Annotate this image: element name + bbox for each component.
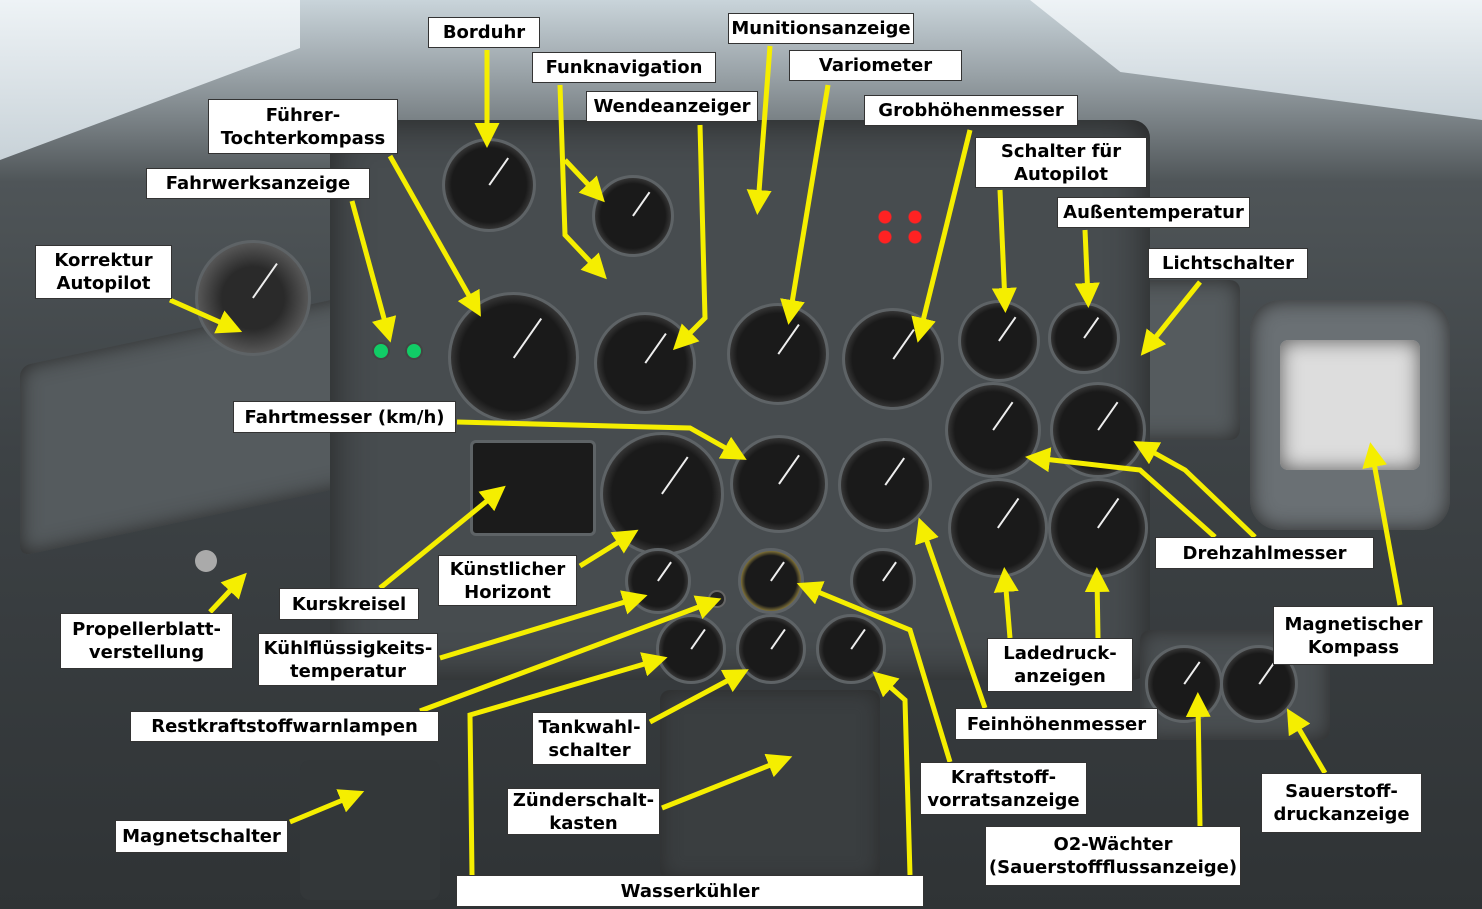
label-magnetischer-kompass: Magnetischer Kompass bbox=[1273, 606, 1434, 665]
label-schalter-autopilot: Schalter für Autopilot bbox=[975, 137, 1147, 188]
outside-temp-gauge bbox=[1048, 302, 1120, 374]
label-kuenstlicher-horizont: Künstlicher Horizont bbox=[438, 555, 577, 606]
arrow-wasserkuehler-2 bbox=[872, 671, 913, 876]
label-munitionsanzeige: Munitionsanzeige bbox=[728, 13, 914, 44]
directional-gyro bbox=[470, 440, 596, 536]
label-fahrtmesser: Fahrtmesser (km/h) bbox=[233, 401, 456, 433]
rpm-gauge-2 bbox=[1050, 382, 1146, 478]
label-funknavigation: Funknavigation bbox=[532, 52, 716, 83]
coolant-temp-gauge-2 bbox=[850, 548, 916, 614]
label-fahrwerksanzeige: Fahrwerksanzeige bbox=[146, 168, 370, 199]
magnetic-compass-card bbox=[1280, 340, 1420, 470]
radiator-switch-1[interactable] bbox=[656, 614, 726, 684]
label-drehzahlmesser: Drehzahlmesser bbox=[1155, 537, 1374, 569]
label-wasserkuehler: Wasserkühler bbox=[456, 875, 924, 907]
label-korrektur-autopilot: Korrektur Autopilot bbox=[35, 245, 172, 299]
label-magnetschalter: Magnetschalter bbox=[115, 820, 288, 853]
propeller-lever[interactable] bbox=[195, 550, 217, 572]
label-aussentemperatur: Außentemperatur bbox=[1057, 197, 1250, 228]
label-kurskreisel: Kurskreisel bbox=[279, 588, 419, 620]
variometer-gauge bbox=[727, 303, 829, 405]
turn-indicator-gauge bbox=[594, 312, 696, 414]
tank-selector-switch[interactable] bbox=[736, 614, 806, 684]
fine-altimeter-gauge bbox=[838, 438, 932, 532]
repeater-compass-gauge bbox=[448, 292, 579, 423]
label-tochterkompass: Führer- Tochterkompass bbox=[208, 99, 398, 154]
label-wendeanzeiger: Wendeanzeiger bbox=[586, 91, 758, 122]
airspeed-gauge bbox=[730, 435, 828, 533]
radiator-switch-2[interactable] bbox=[816, 614, 886, 684]
fuel-warning-lamp bbox=[708, 590, 726, 608]
label-lichtschalter: Lichtschalter bbox=[1148, 248, 1308, 279]
label-feinhoehenmesser: Feinhöhenmesser bbox=[955, 708, 1158, 740]
gear-indicator-lamp bbox=[372, 342, 390, 360]
autopilot-switch[interactable] bbox=[958, 300, 1040, 382]
label-kuehlfluessigkeit: Kühlflüssigkeits- temperatur bbox=[258, 633, 438, 686]
label-restkraftstoff: Restkraftstoffwarnlampen bbox=[130, 711, 439, 742]
label-propellerblatt: Propellerblatt- verstellung bbox=[60, 613, 233, 669]
fuel-quantity-gauge bbox=[738, 548, 804, 614]
warning-lamps bbox=[870, 205, 930, 245]
ignition-box bbox=[660, 690, 880, 880]
clock-gauge bbox=[442, 138, 536, 232]
coolant-temp-gauge-1 bbox=[625, 548, 691, 614]
arrow-propeller bbox=[208, 572, 247, 614]
cockpit-window-right bbox=[1030, 0, 1482, 120]
arrow-drehzahl-2 bbox=[1133, 441, 1257, 539]
boost-gauge-1 bbox=[948, 478, 1048, 578]
label-tankwahlschalter: Tankwahl- schalter bbox=[532, 712, 647, 765]
gear-indicator-lamp bbox=[405, 342, 423, 360]
coarse-altimeter-gauge bbox=[842, 308, 944, 410]
label-borduhr: Borduhr bbox=[428, 17, 540, 48]
label-ladedruck: Ladedruck- anzeigen bbox=[987, 638, 1133, 692]
arrow-wasserkuehler-1 bbox=[467, 652, 668, 876]
label-zuenderschaltkasten: Zünderschalt- kasten bbox=[507, 788, 660, 835]
magneto-switch[interactable] bbox=[300, 760, 440, 900]
boost-gauge-2 bbox=[1048, 478, 1148, 578]
label-o2-waechter: O2-Wächter (Sauerstoffflussanzeige) bbox=[985, 826, 1241, 886]
label-kraftstoffvorrat: Kraftstoff- vorratsanzeige bbox=[920, 762, 1087, 815]
artificial-horizon-gauge bbox=[600, 432, 724, 556]
label-sauerstoffdruck: Sauerstoff- druckanzeige bbox=[1261, 773, 1422, 833]
autopilot-correction-knob[interactable] bbox=[195, 240, 311, 356]
rpm-gauge-1 bbox=[945, 382, 1041, 478]
label-grobhoehenmesser: Grobhöhenmesser bbox=[864, 95, 1078, 126]
label-variometer: Variometer bbox=[789, 50, 962, 81]
radio-nav-gauge bbox=[592, 175, 674, 257]
